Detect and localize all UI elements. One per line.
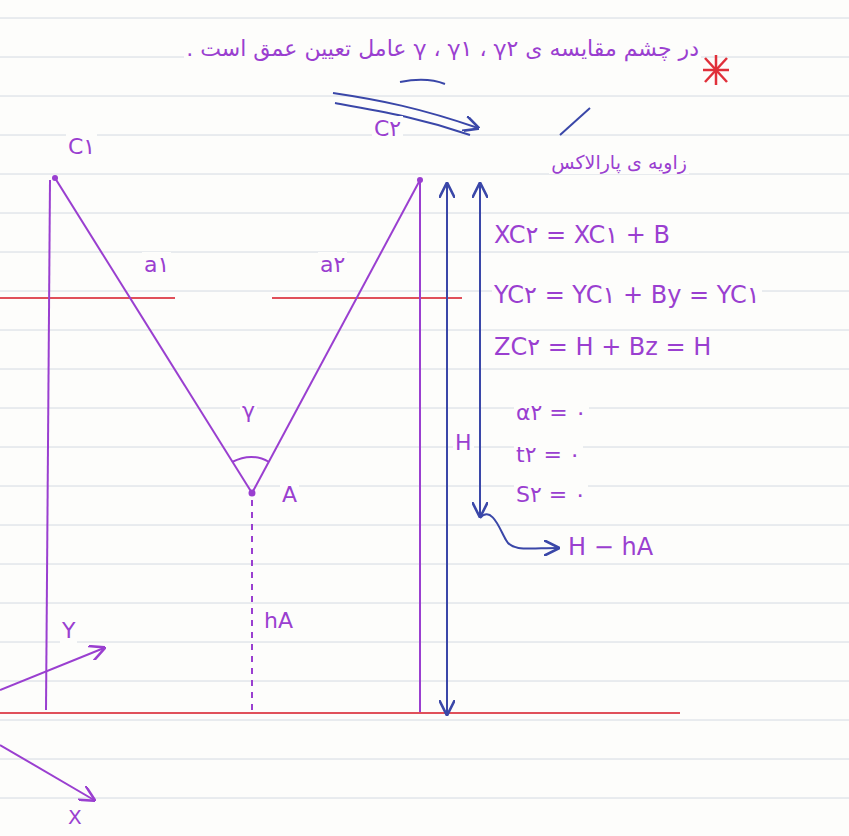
equation: ZC۲ = H + Bz = H [492,334,713,362]
note-text: در چشم مقایسه ی γ ، γ۱ ، γ۲ عامل تعیین ع… [184,36,701,61]
angle-name: a۱ [142,252,171,277]
axis-label: Y [60,618,77,643]
dimension-label: hA [262,608,295,633]
star-mark [703,55,729,85]
equation: t۲ = ۰ [514,442,583,467]
dimension-arrows [333,80,590,714]
angle-name: a۲ [318,252,347,277]
point-name: A [280,482,299,507]
ruled-lines [0,18,849,798]
point-name: C۲ [372,116,403,141]
point-name: C۱ [66,134,97,159]
equation: S۲ = ۰ [514,482,588,507]
equation: YC۲ = YC۱ + By = YC۱ [492,282,762,310]
note-text: زاویه ی پارالاکس [549,152,689,174]
points [52,175,423,497]
equation: α۲ = ۰ [514,400,589,425]
angle-name: γ [240,398,257,423]
equation: XC۲ = XC۱ + B [492,222,672,250]
geometry [0,178,420,800]
dimension-label: H − hA [566,534,655,562]
axis-label: X [66,806,84,829]
dimension-label: H [453,430,474,455]
